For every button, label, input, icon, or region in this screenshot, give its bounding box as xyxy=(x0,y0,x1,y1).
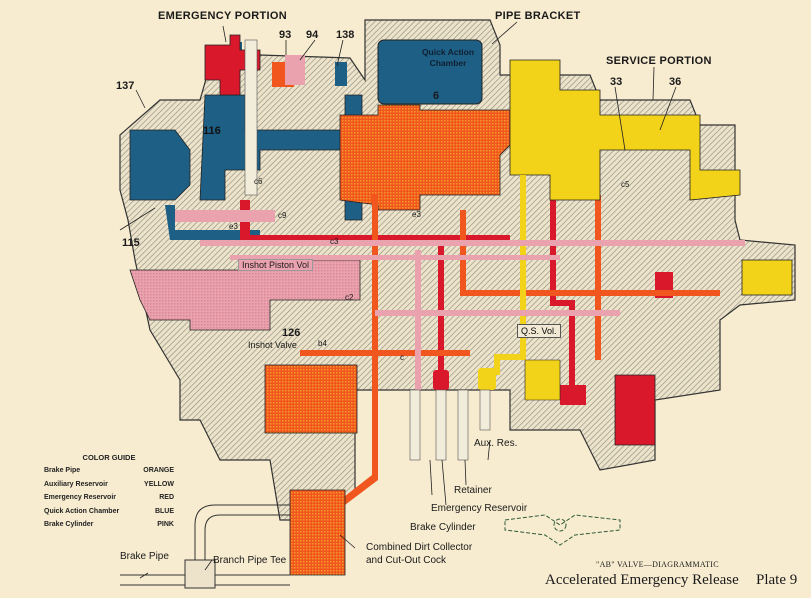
color-guide: COLOR GUIDE Brake Pipe ORANGE Auxiliary … xyxy=(44,453,174,535)
port-label-c9: c9 xyxy=(278,211,287,220)
part-number-93: 93 xyxy=(279,29,292,41)
label-service-portion: SERVICE PORTION xyxy=(606,55,712,67)
color-guide-row: Brake Pipe ORANGE xyxy=(44,467,174,481)
callout-branch-pipe-tee: Branch Pipe Tee xyxy=(213,555,287,566)
port-label-e3-right: e3 xyxy=(412,210,421,219)
label-inshot-valve: Inshot Valve xyxy=(248,340,297,350)
part-number-36: 36 xyxy=(669,76,682,88)
port-label-c5: c5 xyxy=(621,180,630,189)
color-guide-color: RED xyxy=(159,494,174,501)
part-number-6: 6 xyxy=(433,90,440,102)
part-number-33: 33 xyxy=(610,76,623,88)
leader-lines xyxy=(119,21,677,579)
color-guide-color: ORANGE xyxy=(143,467,174,474)
callout-dirt-collector-line2: and Cut-Out Cock xyxy=(366,555,447,566)
callout-retainer: Retainer xyxy=(454,485,492,496)
part-number-137: 137 xyxy=(116,80,135,92)
auxiliary-reservoir-passages xyxy=(478,59,793,401)
label-quick-action-chamber: Quick Action Chamber xyxy=(421,47,475,68)
color-guide-color: BLUE xyxy=(154,507,174,515)
label-inshot-piston-vol: Inshot Piston Vol xyxy=(238,259,314,271)
color-guide-row: Auxiliary Reservoir YELLOW xyxy=(44,481,174,495)
port-label-c2: c2 xyxy=(345,293,354,302)
color-guide-row: Emergency Reservoir RED xyxy=(44,494,174,508)
label-pipe-bracket: PIPE BRACKET xyxy=(495,10,581,22)
port-label-c3: c3 xyxy=(330,237,339,246)
color-guide-name: Brake Pipe xyxy=(44,467,81,474)
callout-brake-pipe: Brake Pipe xyxy=(120,551,169,562)
plate-subtitle: Accelerated Emergency Release xyxy=(545,572,739,588)
exhaust-passages xyxy=(244,39,491,461)
brake-pipe-passages xyxy=(264,62,720,576)
port-label-c6: c6 xyxy=(254,177,263,186)
angle-cock xyxy=(504,514,621,546)
port-label-e3-left: e3 xyxy=(229,222,238,231)
plate-caption: "AB" VALVE—DIAGRAMMATIC xyxy=(596,560,719,569)
callout-dirt-collector-line1: Combined Dirt Collector xyxy=(366,542,473,553)
part-number-138: 138 xyxy=(336,29,355,41)
color-guide-row: Brake Cylinder PINK xyxy=(44,521,174,535)
callout-emergency-reservoir: Emergency Reservoir xyxy=(431,503,528,514)
color-guide-title: COLOR GUIDE xyxy=(82,453,136,462)
part-number-126: 126 xyxy=(282,327,301,339)
color-guide-color: YELLOW xyxy=(144,480,174,488)
port-label-b4: b4 xyxy=(318,339,327,348)
color-guide-color: PINK xyxy=(157,521,174,528)
part-number-115: 115 xyxy=(122,237,140,249)
callout-aux-res: Aux. Res. xyxy=(474,438,518,449)
color-guide-name: Auxiliary Reservoir xyxy=(44,480,108,488)
callout-brake-cylinder: Brake Cylinder xyxy=(410,522,476,533)
plate-number: Plate 9 xyxy=(756,572,798,588)
part-number-116: 116 xyxy=(203,125,221,137)
color-guide-row: Quick Action Chamber BLUE xyxy=(44,508,174,522)
label-emergency-portion: EMERGENCY PORTION xyxy=(158,10,287,22)
brake-cylinder-passages xyxy=(129,55,745,390)
color-guide-name: Emergency Reservoir xyxy=(44,494,116,501)
branch-pipe xyxy=(120,504,290,589)
part-number-94: 94 xyxy=(306,29,319,41)
port-label-c: c xyxy=(400,353,404,362)
label-qs-vol: Q.S. Vol. xyxy=(517,324,561,338)
color-guide-name: Brake Cylinder xyxy=(44,521,94,528)
color-guide-name: Quick Action Chamber xyxy=(44,507,120,515)
